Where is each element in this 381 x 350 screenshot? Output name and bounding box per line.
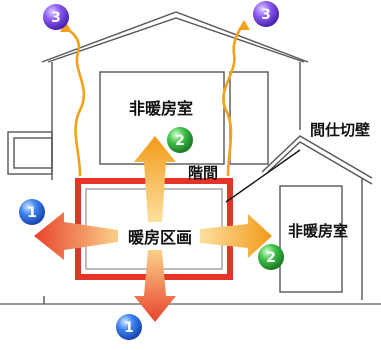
marker-2-upper: 2: [167, 127, 193, 153]
svg-text:1: 1: [124, 320, 134, 336]
svg-text:3: 3: [261, 7, 271, 23]
marker-3-right: 3: [253, 1, 279, 27]
label-heated-zone: 暖房区画: [128, 228, 192, 247]
leak-path-right: [222, 25, 244, 177]
svg-text:2: 2: [266, 250, 276, 266]
svg-text:3: 3: [51, 10, 61, 26]
svg-text:2: 2: [175, 133, 185, 149]
arrow-up: [134, 136, 176, 222]
label-stairwell: 階間: [188, 164, 218, 182]
leak-path-left: [65, 26, 86, 177]
marker-2-right: 2: [258, 244, 284, 270]
marker-3-left: 3: [43, 4, 69, 30]
heat-flow-arrows: [34, 136, 272, 322]
label-partition-wall: 間仕切壁: [310, 121, 370, 139]
marker-1-bottom: 1: [116, 314, 142, 340]
svg-text:1: 1: [27, 205, 37, 221]
marker-1-left: 1: [19, 199, 45, 225]
partition-callout-line: [225, 149, 301, 203]
arrow-right: [200, 214, 272, 258]
arrow-left: [34, 212, 118, 260]
label-unheated-right: 非暖房室: [288, 222, 348, 240]
label-unheated-upper: 非暖房室: [129, 99, 193, 118]
arrow-down: [134, 250, 176, 322]
